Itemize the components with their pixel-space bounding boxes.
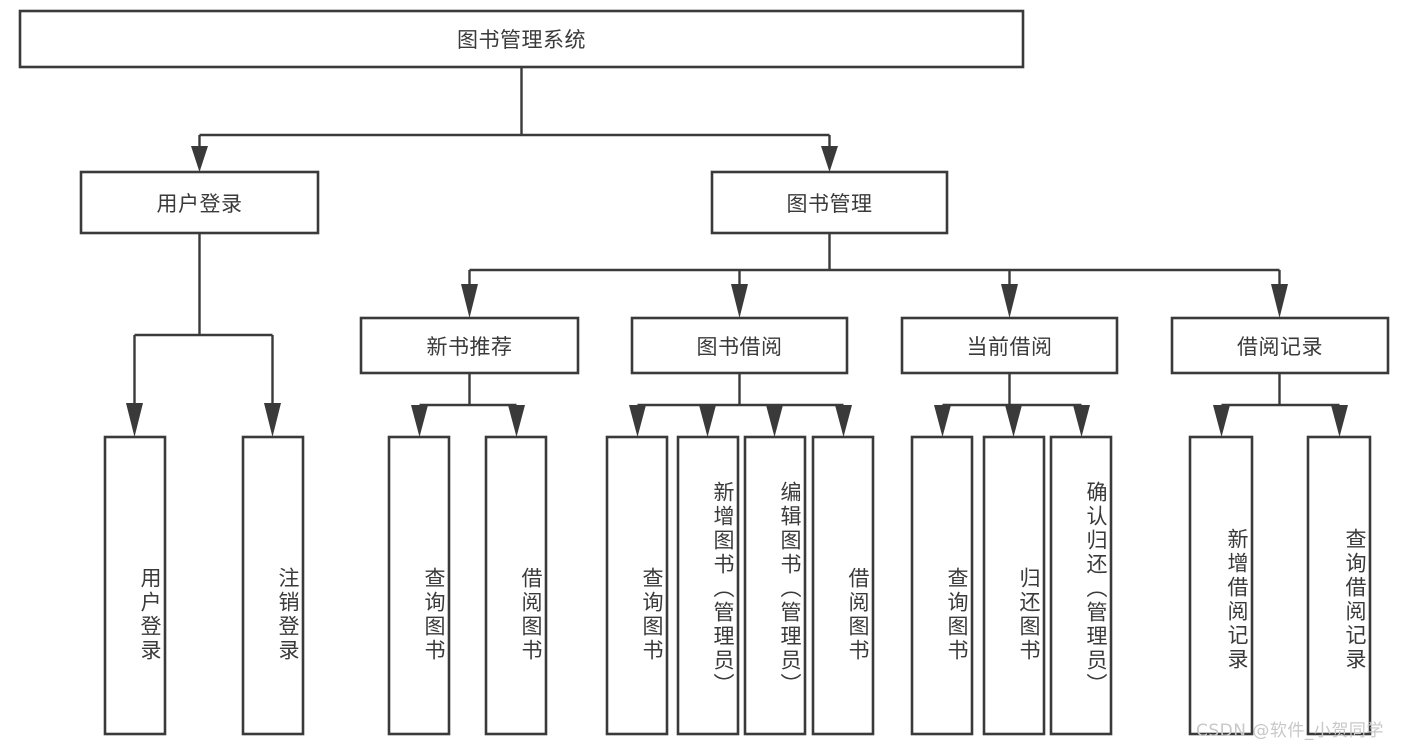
arrowhead-leaf-user-login xyxy=(126,403,143,437)
arrowhead-leaf-confirm-return xyxy=(1073,405,1090,437)
node-box-leaf-borrow-book-2[interactable] xyxy=(811,435,875,736)
arrowhead-leaf-query-book-2 xyxy=(629,405,646,437)
node-box-current-borrow[interactable] xyxy=(900,316,1119,375)
arrowhead-leaf-add-book xyxy=(699,405,716,437)
node-box-root[interactable] xyxy=(18,9,1025,69)
arrowhead-new-book-recommend xyxy=(461,284,478,318)
node-box-user-login[interactable] xyxy=(79,170,320,235)
node-box-leaf-logout[interactable] xyxy=(241,435,305,736)
node-box-leaf-add-record[interactable] xyxy=(1188,435,1254,736)
arrowhead-leaf-borrow-book-2 xyxy=(835,405,852,437)
arrowhead-user-login xyxy=(191,146,208,172)
arrowhead-current-borrow xyxy=(1001,284,1018,318)
node-box-new-book-recommend[interactable] xyxy=(359,316,580,375)
arrowhead-leaf-query-book-3 xyxy=(934,405,951,437)
arrowhead-leaf-query-book-1 xyxy=(411,405,428,437)
node-box-leaf-borrow-book-1[interactable] xyxy=(484,435,548,736)
arrowhead-book-management xyxy=(821,146,838,172)
arrowhead-book-borrow xyxy=(731,284,748,318)
node-box-leaf-query-book-1[interactable] xyxy=(387,435,451,736)
node-box-leaf-user-login[interactable] xyxy=(103,435,167,736)
node-box-leaf-confirm-return[interactable] xyxy=(1049,435,1113,736)
arrowhead-leaf-edit-book xyxy=(766,405,783,437)
node-box-leaf-return-book[interactable] xyxy=(982,435,1046,736)
node-box-leaf-query-record[interactable] xyxy=(1306,435,1372,736)
node-box-leaf-edit-book[interactable] xyxy=(743,435,807,736)
node-box-leaf-query-book-3[interactable] xyxy=(910,435,974,736)
arrowhead-leaf-return-book xyxy=(1005,405,1022,437)
node-box-leaf-query-book-2[interactable] xyxy=(605,435,669,736)
arrowhead-leaf-add-record xyxy=(1213,405,1230,437)
arrowhead-leaf-query-record xyxy=(1331,405,1348,437)
watermark-text: CSDN @软件_小贺同学 xyxy=(1196,721,1384,741)
node-box-leaf-add-book[interactable] xyxy=(676,435,740,736)
node-box-book-borrow[interactable] xyxy=(630,316,849,375)
arrowhead-leaf-logout xyxy=(264,403,281,437)
node-box-borrow-record[interactable] xyxy=(1170,316,1390,375)
arrowhead-leaf-borrow-book-1 xyxy=(508,405,525,437)
node-box-book-management[interactable] xyxy=(710,170,949,235)
arrowhead-borrow-record xyxy=(1271,284,1288,318)
